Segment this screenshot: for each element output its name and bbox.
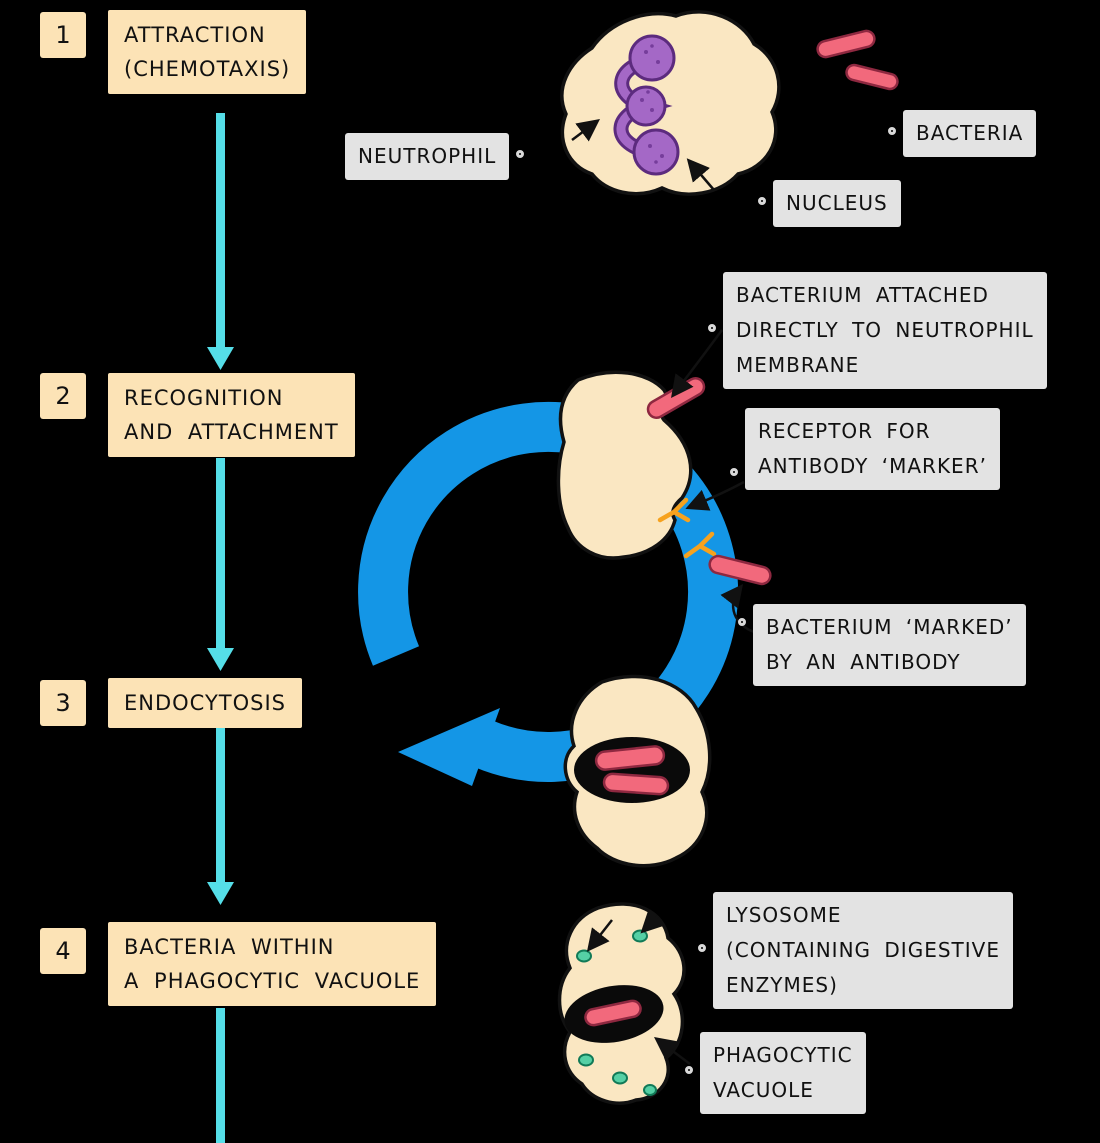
label-receptor-line-1: RECEPTOR FOR xyxy=(758,419,931,443)
label-receptor-line-2: ANTIBODY ‘MARKER’ xyxy=(758,454,987,478)
label-bacterium-attached-line-2: DIRECTLY TO NEUTROPHIL xyxy=(736,318,1034,342)
step-4-label: BACTERIA WITHIN A PHAGOCYTIC VACUOLE xyxy=(108,922,437,1006)
step-4-line-2: A PHAGOCYTIC VACUOLE xyxy=(124,969,421,993)
flow-arrow-3 xyxy=(207,728,234,905)
step-4-number: 4 xyxy=(40,928,86,974)
label-bacterium-attached-line-3: MEMBRANE xyxy=(736,353,860,377)
label-lysosome-line-3: ENZYMES) xyxy=(726,973,838,997)
neutrophil-nucleus xyxy=(613,34,680,176)
label-nucleus-text: NUCLEUS xyxy=(786,191,888,215)
step-3-line-1: ENDOCYTOSIS xyxy=(124,691,287,715)
label-bacteria-text: BACTERIA xyxy=(916,121,1024,145)
phagocytic-cell xyxy=(557,902,691,1105)
attached-pointer-arrow xyxy=(670,329,724,398)
antibody-icon xyxy=(683,531,717,559)
label-connector-dot xyxy=(758,196,766,205)
label-connector-dot xyxy=(708,323,716,332)
step-1-number: 1 xyxy=(40,12,86,58)
label-phagocytic-vacuole: PHAGOCYTIC VACUOLE xyxy=(685,1032,866,1114)
label-lysosome-line-2: (CONTAINING DIGESTIVE xyxy=(726,938,1000,962)
label-receptor: RECEPTOR FOR ANTIBODY ‘MARKER’ xyxy=(730,408,1000,490)
label-bacterium-marked-line-2: BY AN ANTIBODY xyxy=(766,650,961,674)
label-neutrophil: NEUTROPHIL xyxy=(345,133,525,180)
vacuole-pointer-arrow xyxy=(654,1037,691,1065)
label-bacteria: BACTERIA xyxy=(888,110,1037,157)
label-connector-dot xyxy=(730,468,738,476)
flow-arrow-2 xyxy=(207,458,234,671)
label-bacterium-attached: BACTERIUM ATTACHED DIRECTLY TO NEUTROPHI… xyxy=(708,272,1047,389)
label-connector-dot xyxy=(698,943,706,952)
lysosome-pointer-arrow-2 xyxy=(640,909,665,934)
step-3-number: 3 xyxy=(40,680,86,726)
nucleus-pointer-arrow xyxy=(686,158,715,191)
antibody-receptor-icon xyxy=(657,497,691,523)
label-phagocytic-vacuole-line-1: PHAGOCYTIC xyxy=(713,1043,853,1067)
label-bacterium-attached-line-1: BACTERIUM ATTACHED xyxy=(736,283,989,307)
label-connector-dot xyxy=(685,1066,693,1074)
receptor-pointer-arrow xyxy=(685,480,745,511)
label-bacterium-marked-line-1: BACTERIUM ‘MARKED’ xyxy=(766,615,1013,639)
step-2-label: RECOGNITION AND ATTACHMENT xyxy=(108,373,355,457)
label-phagocytic-vacuole-line-2: VACUOLE xyxy=(713,1078,814,1102)
label-lysosome: LYSOSOME (CONTAINING DIGESTIVE ENZYMES) xyxy=(698,892,1013,1009)
step-3-label: ENDOCYTOSIS xyxy=(108,678,303,728)
lysosome-pointer-arrow-1 xyxy=(586,919,613,952)
label-connector-dot xyxy=(738,618,746,626)
label-neutrophil-text: NEUTROPHIL xyxy=(358,144,497,168)
flow-arrow-4 xyxy=(216,1008,225,1143)
marked-bacterium xyxy=(708,554,772,586)
flow-arrow-1 xyxy=(207,113,234,370)
step-2-line-1: RECOGNITION xyxy=(124,386,284,410)
label-connector-dot xyxy=(888,126,896,135)
bacteria-rods xyxy=(816,29,899,91)
step-1-line-2: (CHEMOTAXIS) xyxy=(124,57,291,81)
marked-pointer-arrow xyxy=(720,584,755,634)
step-1-label: ATTRACTION (CHEMOTAXIS) xyxy=(108,10,307,94)
label-connector-dot xyxy=(516,149,525,158)
label-lysosome-line-1: LYSOSOME xyxy=(726,903,842,927)
lysosome-dots xyxy=(576,929,657,1096)
engulfed-bacterium xyxy=(584,999,642,1027)
neutrophil-membrane-fragment xyxy=(556,329,772,634)
neutrophil-pointer-arrow xyxy=(571,119,600,142)
step-2-line-2: AND ATTACHMENT xyxy=(124,420,339,444)
label-nucleus: NUCLEUS xyxy=(758,180,901,227)
step-4-line-1: BACTERIA WITHIN xyxy=(124,935,335,959)
label-bacterium-marked: BACTERIUM ‘MARKED’ BY AN ANTIBODY xyxy=(738,604,1026,686)
step-1-line-1: ATTRACTION xyxy=(124,23,266,47)
endocytosis-fragment xyxy=(563,674,712,868)
neutrophil-cell xyxy=(560,10,781,196)
step-2-number: 2 xyxy=(40,373,86,419)
